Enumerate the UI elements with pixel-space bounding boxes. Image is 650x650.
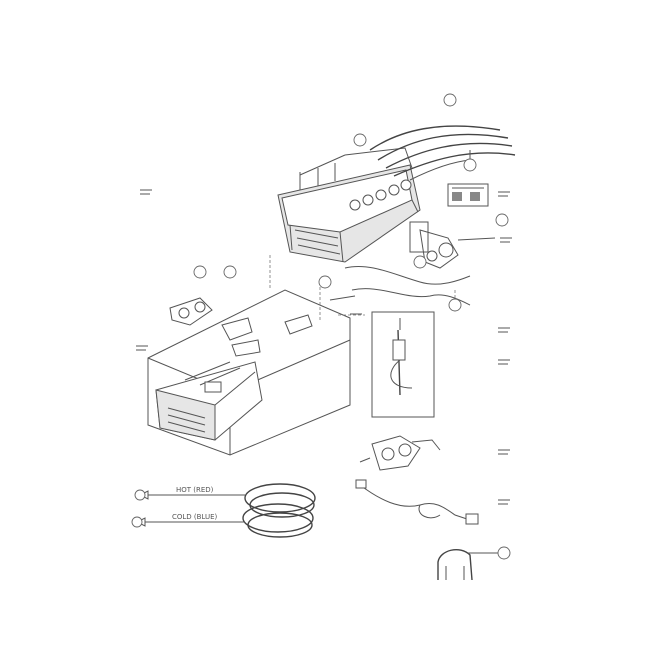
hot-hose-label: HOT (RED) — [176, 486, 214, 494]
inlet-valve-parts — [359, 435, 441, 471]
inlet-hoses — [135, 483, 316, 538]
callout-bubble — [131, 516, 143, 528]
callout-bubble — [448, 298, 462, 312]
callout-bubble — [353, 133, 367, 147]
callout-bubble — [318, 275, 332, 289]
callout-bubble — [443, 93, 457, 107]
callout-bubbles — [131, 93, 511, 560]
cold-hose-label: COLD (BLUE) — [172, 513, 218, 521]
callout-bubble — [497, 546, 511, 560]
label-card — [447, 183, 489, 207]
cable-with-connector — [355, 479, 479, 525]
siphon-cap-parts — [169, 297, 313, 357]
top-tubes — [369, 125, 516, 181]
callout-bubble — [463, 158, 477, 172]
callout-bubble — [413, 255, 427, 269]
reference-marks — [136, 189, 512, 505]
dispenser-housing-assembly — [277, 147, 421, 263]
valve-assembly-right — [409, 221, 496, 269]
callout-bubble — [193, 265, 207, 279]
boxed-component — [371, 311, 435, 418]
callout-bubble — [134, 489, 146, 501]
bottom-bracket — [437, 548, 500, 581]
callout-bubble — [223, 265, 237, 279]
detergent-drawer — [155, 361, 263, 441]
callout-bubble — [495, 213, 509, 227]
wire-harness — [329, 266, 471, 306]
